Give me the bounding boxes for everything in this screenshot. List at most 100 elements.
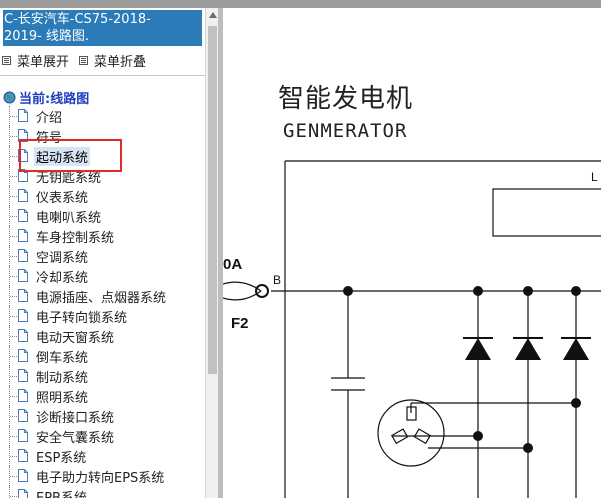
tree-item[interactable]: 空调系统 bbox=[0, 246, 205, 266]
tree-item[interactable]: 符号 bbox=[0, 126, 205, 146]
tree-connector bbox=[9, 266, 10, 286]
pane-divider[interactable] bbox=[218, 8, 223, 498]
tree-item[interactable]: 诊断接口系统 bbox=[0, 406, 205, 426]
document-icon bbox=[18, 349, 28, 362]
tree-connector bbox=[10, 276, 17, 277]
collapse-icon[interactable] bbox=[79, 55, 89, 65]
tree-item[interactable]: 制动系统 bbox=[0, 366, 205, 386]
tree-connector bbox=[9, 246, 10, 266]
expand-menu-link[interactable]: 菜单展开 bbox=[17, 54, 70, 70]
tree-connector bbox=[9, 426, 10, 446]
label-0a: 0A bbox=[223, 256, 243, 273]
tree-connector bbox=[9, 126, 10, 146]
tree-item[interactable]: ESP系统 bbox=[0, 446, 205, 466]
tree-item[interactable]: 电动天窗系统 bbox=[0, 326, 205, 346]
document-icon bbox=[18, 229, 28, 242]
tree-connector bbox=[9, 346, 10, 366]
tree-item-label: ESP系统 bbox=[36, 451, 87, 466]
junction-dot bbox=[571, 398, 581, 408]
document-icon bbox=[18, 429, 28, 442]
tree-connector bbox=[10, 176, 17, 177]
winding-top bbox=[406, 406, 417, 421]
junction-dot bbox=[473, 286, 483, 296]
tree-item[interactable]: 电喇叭系统 bbox=[0, 206, 205, 226]
document-icon bbox=[18, 189, 28, 202]
document-icon bbox=[18, 369, 28, 382]
label-b: B bbox=[273, 273, 282, 287]
tree-item-label: 电子助力转向EPS系统 bbox=[36, 471, 165, 486]
tree-item-label: 安全气囊系统 bbox=[36, 431, 115, 446]
diode-3 bbox=[563, 338, 589, 360]
tree-item[interactable]: 仪表系统 bbox=[0, 186, 205, 206]
document-title: C-长安汽车-CS75-2018- 2019- 线路图. bbox=[3, 10, 202, 46]
tree-item-label: 车身控制系统 bbox=[36, 231, 115, 246]
tree-connector bbox=[10, 456, 17, 457]
expand-icon[interactable] bbox=[2, 55, 11, 65]
tree-item-label: 冷却系统 bbox=[36, 271, 89, 286]
document-title-line2: 2019- 线路图. bbox=[4, 29, 90, 44]
tree-item[interactable]: 照明系统 bbox=[0, 386, 205, 406]
tree-item-label: 空调系统 bbox=[36, 251, 89, 266]
scroll-up-icon[interactable] bbox=[209, 12, 217, 18]
junction-dot bbox=[571, 286, 581, 296]
tree-connector bbox=[9, 286, 10, 306]
tree-item-label: 电动天窗系统 bbox=[36, 331, 115, 346]
tree-list: 介绍符号起动系统无钥匙系统仪表系统电喇叭系统车身控制系统空调系统冷却系统电源插座… bbox=[0, 106, 205, 498]
tree-connector bbox=[10, 316, 17, 317]
tree-connector bbox=[10, 256, 17, 257]
tree-item[interactable]: 电子助力转向EPS系统 bbox=[0, 466, 205, 486]
tree-connector bbox=[10, 236, 17, 237]
tree-item[interactable]: 起动系统 bbox=[0, 146, 205, 166]
document-icon bbox=[18, 469, 28, 482]
document-icon bbox=[18, 269, 28, 282]
l-component-box bbox=[492, 188, 601, 237]
tree-connector bbox=[9, 326, 10, 346]
tree-item-label: 符号 bbox=[36, 131, 63, 146]
tree-connector bbox=[9, 366, 10, 386]
tree-connector bbox=[9, 186, 10, 206]
tree-item[interactable]: 介绍 bbox=[0, 106, 205, 126]
tree-root[interactable]: 当前:线路图 bbox=[3, 88, 90, 107]
diagram-title-en: GENMERATOR bbox=[283, 120, 408, 142]
tree-item[interactable]: 电子转向锁系统 bbox=[0, 306, 205, 326]
tree-item[interactable]: 冷却系统 bbox=[0, 266, 205, 286]
junction-dot bbox=[473, 431, 483, 441]
terminal-wire-2 bbox=[223, 290, 262, 301]
sidebar-scrollbar[interactable] bbox=[205, 8, 219, 498]
separator bbox=[0, 75, 205, 76]
tree-item[interactable]: 车身控制系统 bbox=[0, 226, 205, 246]
tree-item[interactable]: 无钥匙系统 bbox=[0, 166, 205, 186]
tree-connector bbox=[10, 376, 17, 377]
tree-item[interactable]: EPB系统 bbox=[0, 486, 205, 498]
tree-item[interactable]: 倒车系统 bbox=[0, 346, 205, 366]
diagram-title-cn: 智能发电机 bbox=[278, 84, 414, 114]
tree-connector bbox=[10, 216, 17, 217]
document-icon bbox=[18, 329, 28, 342]
junction-dot bbox=[523, 286, 533, 296]
window-top-bar bbox=[0, 0, 601, 8]
globe-icon bbox=[3, 91, 16, 103]
tree-connector bbox=[10, 116, 17, 117]
terminal-wire-1 bbox=[223, 281, 262, 292]
tree-item[interactable]: 电源插座、点烟器系统 bbox=[0, 286, 205, 306]
label-f2: F2 bbox=[231, 315, 249, 332]
tree-item-label: 无钥匙系统 bbox=[36, 171, 102, 186]
document-icon bbox=[18, 289, 28, 302]
tree-item-label: 诊断接口系统 bbox=[36, 411, 115, 426]
tree-item-label: 仪表系统 bbox=[36, 191, 89, 206]
sidebar: C-长安汽车-CS75-2018- 2019- 线路图. 菜单展开 菜单折叠 当… bbox=[0, 8, 218, 498]
tree-connector bbox=[9, 166, 10, 186]
collapse-menu-link[interactable]: 菜单折叠 bbox=[94, 54, 147, 70]
tree-connector bbox=[9, 386, 10, 406]
scrollbar-thumb[interactable] bbox=[208, 26, 217, 374]
document-icon bbox=[18, 209, 28, 222]
tree-connector bbox=[9, 486, 10, 498]
tree-item[interactable]: 安全气囊系统 bbox=[0, 426, 205, 446]
tree-connector bbox=[9, 306, 10, 326]
tree-item-label: 制动系统 bbox=[36, 371, 89, 386]
document-icon bbox=[18, 309, 28, 322]
tree-connector bbox=[9, 406, 10, 426]
winding-left bbox=[390, 428, 409, 445]
tree-root-label: 当前:线路图 bbox=[19, 91, 90, 107]
document-icon bbox=[18, 409, 28, 422]
